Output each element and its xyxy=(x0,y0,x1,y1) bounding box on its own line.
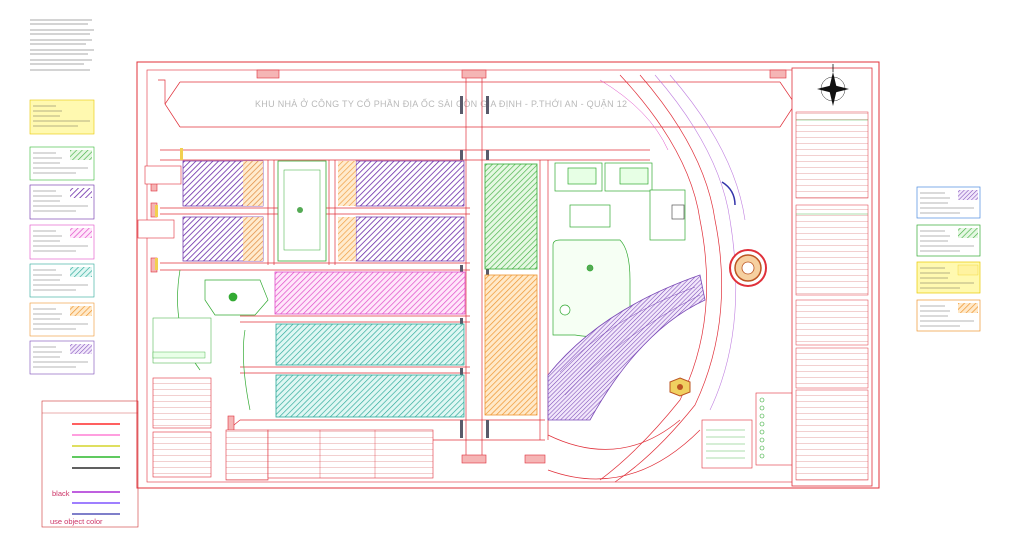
lamp-markers xyxy=(155,148,183,270)
legend-box-4 xyxy=(29,224,95,260)
drawing-frame xyxy=(136,61,880,489)
curved-block-violet xyxy=(547,274,706,421)
north-arrow-icon xyxy=(817,64,849,106)
legend-box-2 xyxy=(29,146,95,181)
black-label: black xyxy=(52,489,70,498)
general-notes xyxy=(28,16,98,76)
left-info-panels xyxy=(152,317,269,481)
legend-box-1 xyxy=(29,99,95,135)
plan-title: KHU NHÀ Ở CÔNG TY CỔ PHẦN ĐỊA ỐC SÀI GÒN… xyxy=(255,98,627,109)
legend-box-3 xyxy=(29,184,95,220)
arc-marker xyxy=(721,181,736,206)
line-type-legend: black use object color xyxy=(41,400,139,528)
center-symbol-table xyxy=(755,392,795,466)
right-legend-box-3 xyxy=(916,261,981,294)
left-legend-boxes xyxy=(29,99,95,375)
block-green-vertical xyxy=(484,163,538,270)
legend-box-5 xyxy=(29,263,95,298)
block-cyan-2 xyxy=(275,374,465,418)
curved-roads xyxy=(547,74,746,483)
block-purple-3 xyxy=(355,160,465,207)
red-callouts xyxy=(137,165,182,239)
right-legend-boxes xyxy=(916,186,981,332)
road-end-markers xyxy=(150,69,787,464)
right-legend-box-4 xyxy=(916,299,981,332)
right-legend-box-2 xyxy=(916,224,981,257)
residential-blocks-purple xyxy=(182,160,465,262)
block-cyan-1 xyxy=(275,323,465,366)
center-legend-table xyxy=(701,419,753,469)
civic-area xyxy=(552,162,686,337)
block-orange-vertical xyxy=(484,274,538,416)
legend-box-6 xyxy=(29,302,95,337)
right-legend-box-1 xyxy=(916,186,981,219)
monument-marker xyxy=(669,377,691,397)
bottom-tables xyxy=(267,429,434,479)
object-color-label: use object color xyxy=(50,517,103,526)
median-posts xyxy=(460,96,489,438)
roundabout xyxy=(729,249,767,287)
green-park-block xyxy=(277,160,327,262)
legend-box-7 xyxy=(29,340,95,375)
title-block xyxy=(791,67,873,487)
block-purple-4 xyxy=(355,216,465,262)
road-network xyxy=(158,75,796,455)
block-pink xyxy=(274,271,466,315)
